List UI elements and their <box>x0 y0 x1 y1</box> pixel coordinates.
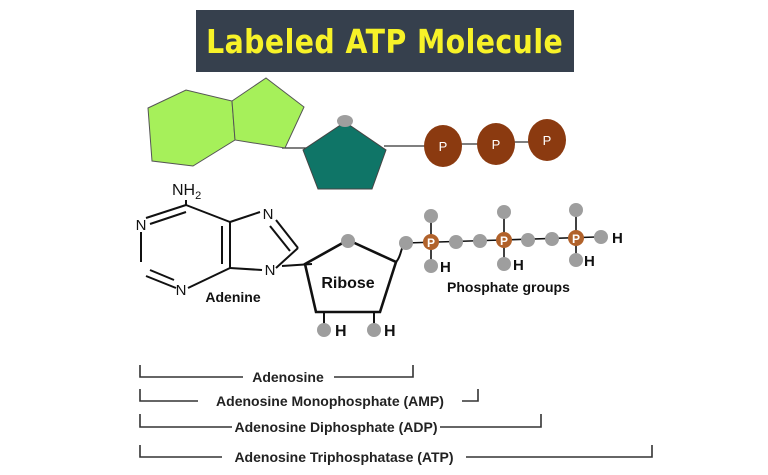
adp-label: Adenosine Diphosphate (ADP) <box>234 419 437 435</box>
hydrogen-label: H <box>384 323 396 340</box>
phosphorus-atom <box>423 234 439 250</box>
oxygen-atom <box>594 230 608 244</box>
phosphate-letter: P <box>492 137 501 152</box>
bracket-line <box>334 365 414 378</box>
page-title: Labeled ATP Molecule <box>206 21 564 61</box>
nitrogen-label: N <box>176 282 187 299</box>
phosphorus-atom <box>496 232 512 248</box>
brackets <box>139 365 653 458</box>
bond <box>149 269 175 281</box>
bracket-labels: Adenosine Adenosine Monophosphate (AMP) … <box>216 369 454 465</box>
nitrogen-label: N <box>263 206 274 223</box>
hydrogen-label: H <box>612 230 623 247</box>
oxygen-atom <box>473 234 487 248</box>
oxygen-atom <box>449 235 463 249</box>
phosphorus-label: P <box>572 232 580 246</box>
phosphate-circle <box>477 123 515 165</box>
bracket-line <box>139 389 198 402</box>
phosphate-letter: P <box>543 133 552 148</box>
bond <box>269 225 291 252</box>
hydrogen-label: H <box>513 257 524 274</box>
oxygen-atom <box>341 234 355 248</box>
schematic-oxygen-atom <box>337 115 353 127</box>
phosphate-circle <box>528 119 566 161</box>
adenosine-label: Adenosine <box>252 369 324 385</box>
phosphorus-label: P <box>427 236 435 250</box>
phosphate-circle <box>424 125 462 167</box>
hydrogen-label: H <box>335 323 347 340</box>
phosphorus-atoms: P P P <box>423 230 584 250</box>
bond <box>229 267 263 271</box>
oxygen-atom <box>497 257 511 271</box>
bond <box>229 211 261 223</box>
atp-label: Adenosine Triphosphatase (ATP) <box>234 449 453 465</box>
adenine-label: Adenine <box>205 289 260 305</box>
structural-formula <box>140 200 602 328</box>
phosphate-letter: P <box>439 139 448 154</box>
oxygen-atom <box>424 259 438 273</box>
oxygen-atom <box>497 205 511 219</box>
phosphate-groups-label: Phosphate groups <box>447 279 570 295</box>
oxygen-atom <box>367 323 381 337</box>
ribose-ring <box>303 238 398 314</box>
bond <box>281 263 313 267</box>
adenine-hexagon-shape <box>147 89 236 167</box>
bond <box>149 211 187 225</box>
bracket-line <box>139 365 243 378</box>
nitrogen-label: N <box>265 262 276 279</box>
oxygen-atom <box>545 232 559 246</box>
bond <box>275 219 299 249</box>
oxygen-atom <box>569 203 583 217</box>
bond <box>185 204 231 223</box>
phosphorus-label: P <box>500 234 508 248</box>
bond <box>145 204 187 219</box>
nitrogen-label: N <box>136 217 147 234</box>
title-banner: Labeled ATP Molecule <box>196 10 574 72</box>
bracket-line <box>139 445 222 458</box>
adenine-pentagon-shape <box>231 77 305 149</box>
oxygen-atoms <box>317 203 608 337</box>
phosphorus-atom <box>568 230 584 246</box>
amp-label: Adenosine Monophosphate (AMP) <box>216 393 444 409</box>
oxygen-atom <box>424 209 438 223</box>
oxygen-atom <box>521 233 535 247</box>
bracket-line <box>139 414 232 428</box>
hydrogen-label: H <box>584 253 595 270</box>
hydrogen-label: H <box>440 259 451 276</box>
bond <box>275 247 299 269</box>
oxygen-atom <box>399 236 413 250</box>
bracket-line <box>462 389 479 402</box>
nh2-label: NH2 <box>172 182 201 202</box>
bracket-line <box>440 414 542 428</box>
oxygen-atom <box>317 323 331 337</box>
ribose-label: Ribose <box>321 275 374 292</box>
bond <box>145 275 177 289</box>
bond <box>187 267 231 289</box>
atom-labels: NH2 N N N N Adenine Ribose H H H H H H P… <box>136 182 623 340</box>
schematic-model: P P P <box>147 77 566 190</box>
bracket-line <box>466 445 653 458</box>
oxygen-atom <box>569 253 583 267</box>
ribose-pentagon-shape <box>302 121 387 190</box>
